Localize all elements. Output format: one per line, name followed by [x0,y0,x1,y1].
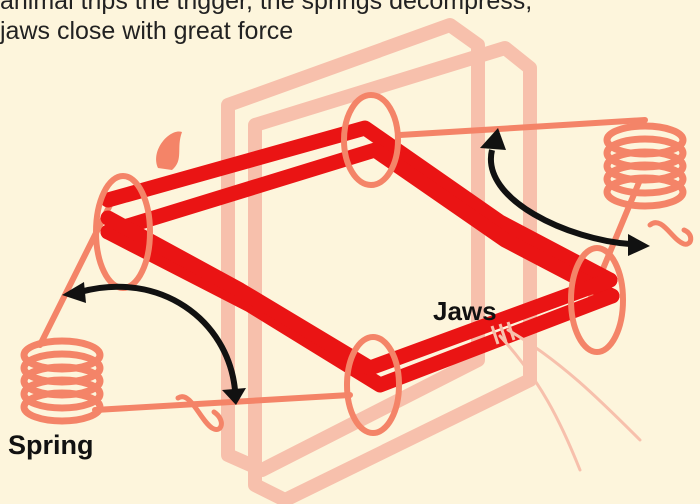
spring-left [20,337,104,425]
curved-arrow-right-icon [480,128,650,256]
caption: animal trips the trigger, the springs de… [0,0,700,46]
bait-lines-on-jaw [490,321,516,345]
spring-right [603,122,687,210]
caption-line-1: animal trips the trigger, the springs de… [0,0,533,15]
trap-frame-back [221,18,537,504]
spring-hooks [175,220,694,432]
bait-strings [498,328,642,472]
jaws-label: Jaws [433,296,497,326]
trigger [156,131,182,170]
spring-label: Spring [8,430,94,460]
curved-arrow-left-icon [62,282,246,405]
caption-line-2: jaws close with great force [0,17,294,45]
